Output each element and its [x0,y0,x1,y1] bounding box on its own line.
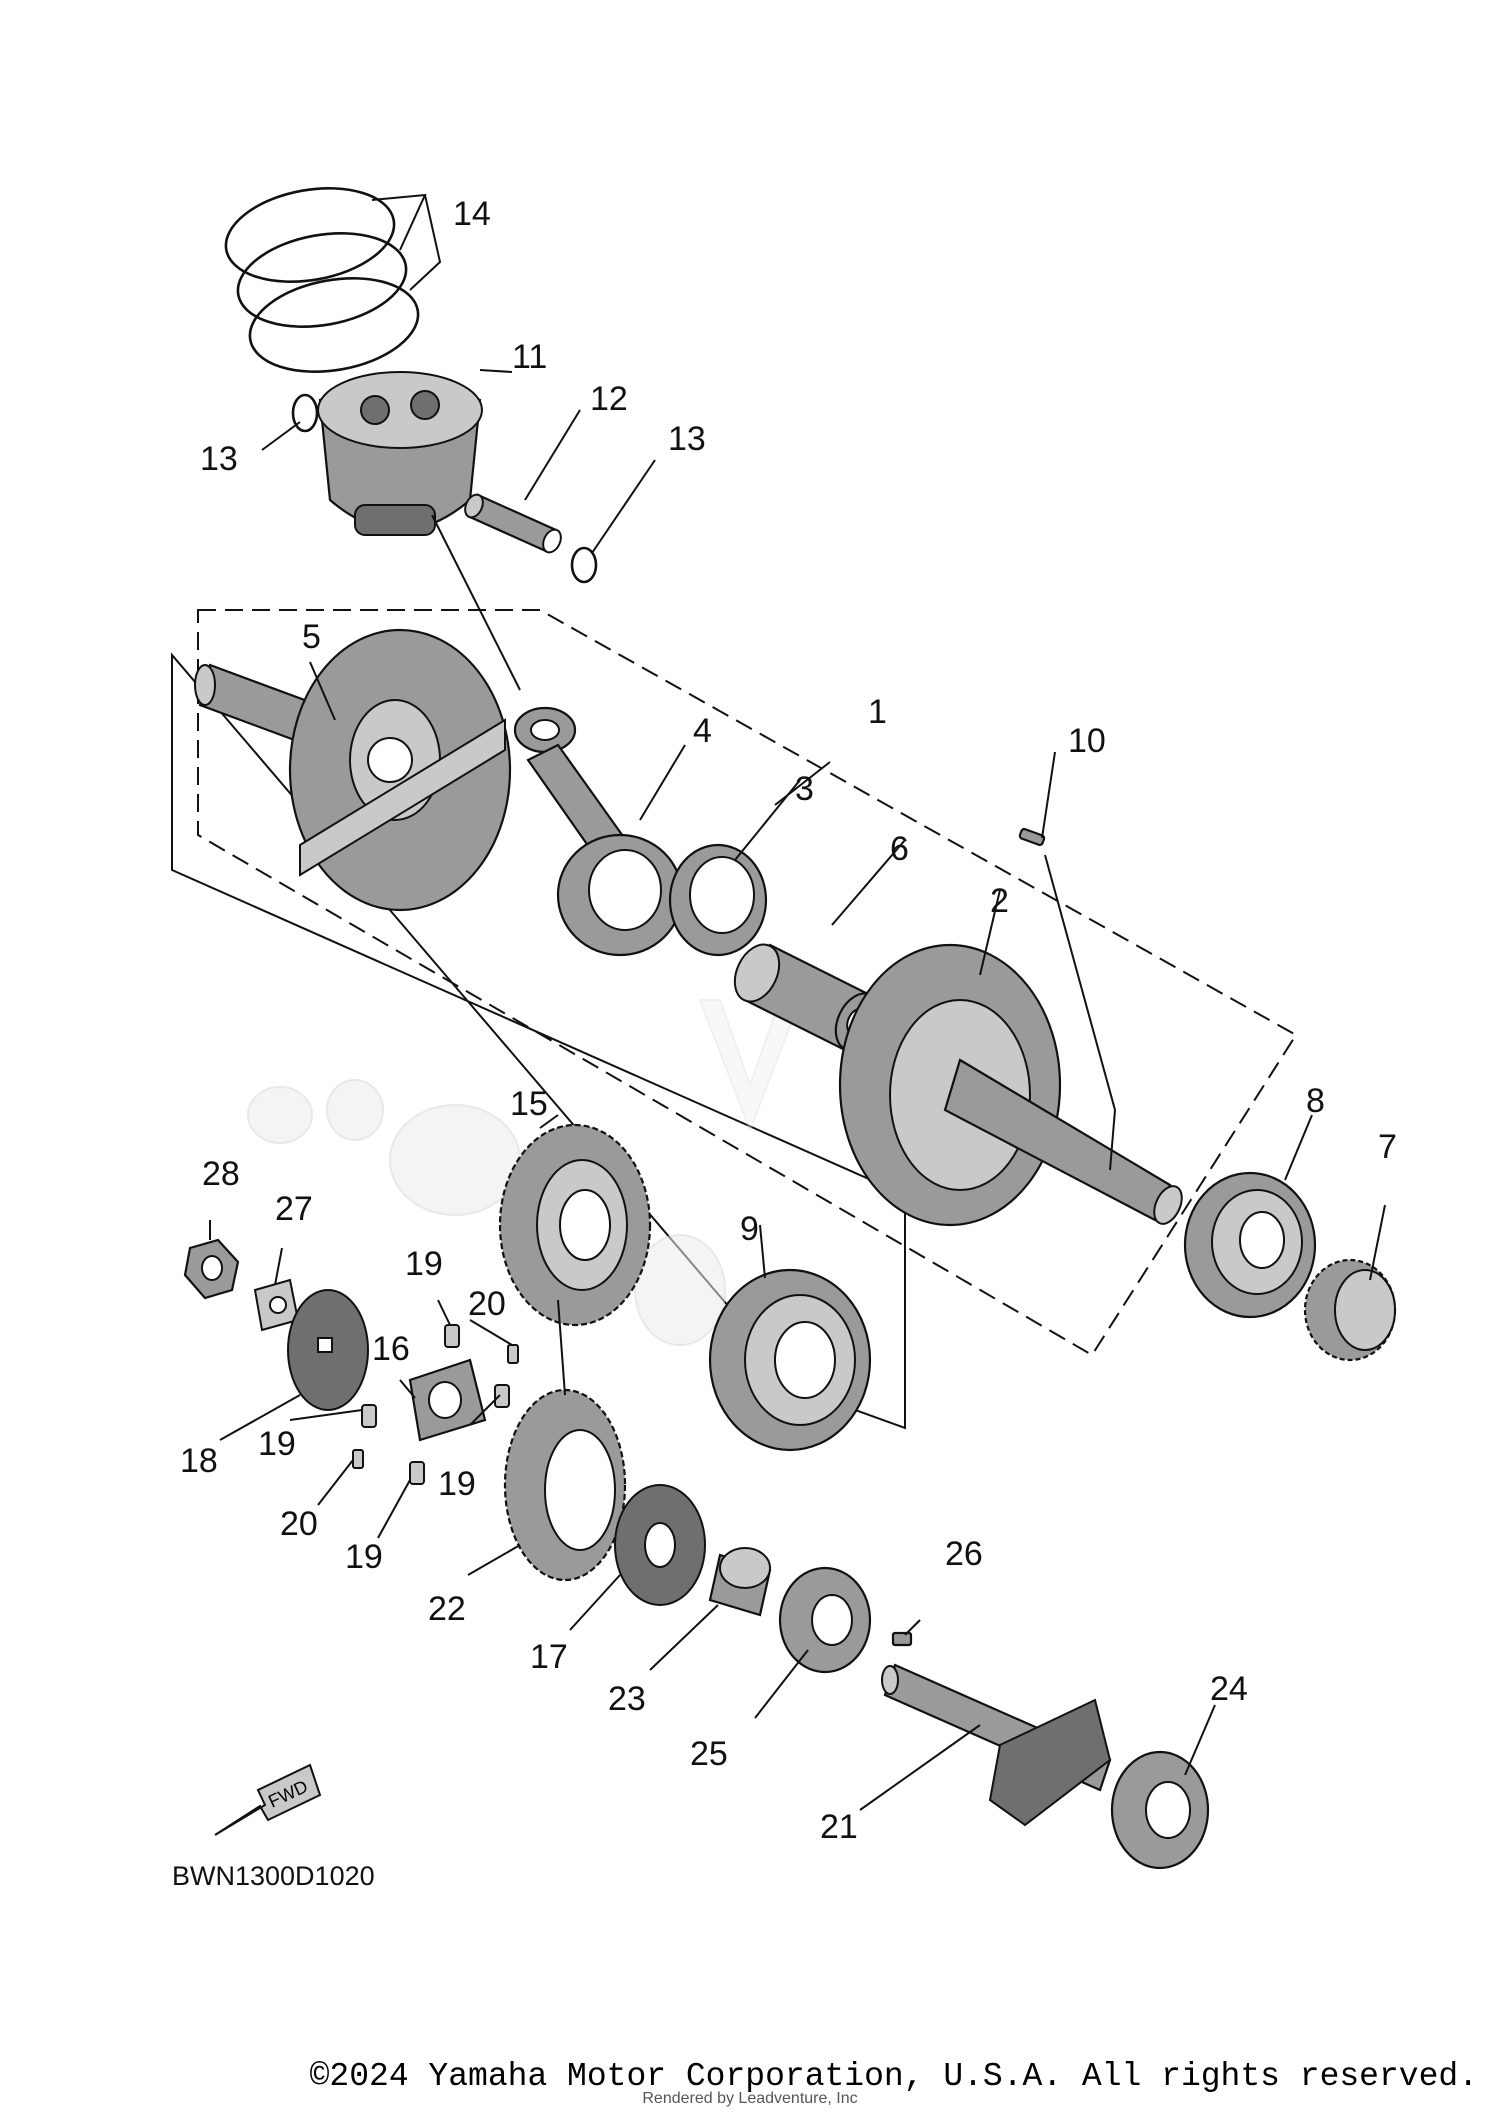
callout-26: 26 [945,1535,983,1573]
ball-bearing-left [708,1268,872,1452]
callout-16: 16 [372,1330,410,1368]
callout-2: 2 [990,882,1009,920]
damper-pin-1 [507,1344,519,1364]
damper-spring-2 [494,1384,510,1408]
callout-8: 8 [1306,1082,1325,1120]
callout-19-b: 19 [258,1425,296,1463]
circlip-left [291,393,319,433]
callout-15: 15 [510,1085,548,1123]
balancer-driven-gear [503,1388,627,1582]
callout-19-a: 19 [405,1245,443,1283]
piston [317,371,483,536]
faded-reference-gears [247,1079,726,1346]
nut [183,1238,240,1300]
callout-13-left: 13 [200,440,238,478]
callout-3: 3 [795,770,814,808]
callout-22: 22 [428,1590,466,1628]
callout-17: 17 [530,1638,568,1676]
callout-27: 27 [275,1190,313,1228]
connecting-rod [513,706,684,957]
callout-21: 21 [820,1808,858,1846]
damper-pin-2 [352,1449,364,1469]
diagram-code: BWN1300D1020 [172,1861,375,1891]
collar [708,1547,772,1617]
callout-13-right: 13 [668,420,706,458]
leader-lines [209,193,1386,1811]
callout-9: 9 [740,1210,759,1248]
balancer-bearing-left [778,1566,872,1674]
callout-19-d: 19 [345,1538,383,1576]
thrust-washer [614,1484,706,1606]
balancer-bearing-right [1110,1750,1210,1870]
crankshaft-right-half [838,943,1183,1227]
callout-18: 18 [180,1442,218,1480]
callout-12: 12 [590,380,628,418]
plate [287,1289,369,1411]
damper-spring-4 [409,1461,425,1485]
piston-ring-set [224,186,420,374]
crankshaft-timing-sprocket [1303,1258,1397,1362]
callout-6: 6 [890,830,909,868]
callout-14: 14 [453,195,491,233]
callout-24: 24 [1210,1670,1248,1708]
damper-spring-1 [444,1324,460,1348]
ball-bearing-right [1183,1171,1317,1319]
callout-11: 11 [512,338,547,376]
callout-7: 7 [1378,1128,1397,1166]
copyright-notice: ©2024 Yamaha Motor Corporation, U.S.A. A… [309,2058,1478,2095]
needle-bearing [668,843,768,957]
callout-19-c: 19 [438,1465,476,1503]
damper-boss [408,1358,487,1442]
callout-5: 5 [302,618,321,656]
circlip-right [570,546,598,584]
callout-20-a: 20 [468,1285,506,1323]
balancer-drive-gear [498,1123,652,1327]
piston-pin [464,493,562,554]
callout-1: 1 [868,693,887,731]
callout-25: 25 [690,1735,728,1773]
forward-direction-arrow: FWD [214,1763,322,1836]
callout-20-b: 20 [280,1505,318,1543]
balancer-key [891,1631,913,1647]
damper-spring-3 [361,1404,377,1428]
callout-28: 28 [202,1155,240,1193]
callout-numbers: 1 2 3 4 5 6 7 8 9 10 11 12 13 13 14 15 1… [180,195,1397,1846]
crankshaft-assembly-dashed-frame [197,609,1298,1357]
callout-23: 23 [608,1680,646,1718]
balancer-shaft [881,1663,1112,1827]
crankshaft-left-half [194,628,512,912]
callout-4: 4 [693,712,712,750]
woodruff-key [1018,827,1046,847]
callout-10: 10 [1068,722,1106,760]
rendered-by-notice: Rendered by Leadventure, Inc [642,2090,858,2107]
